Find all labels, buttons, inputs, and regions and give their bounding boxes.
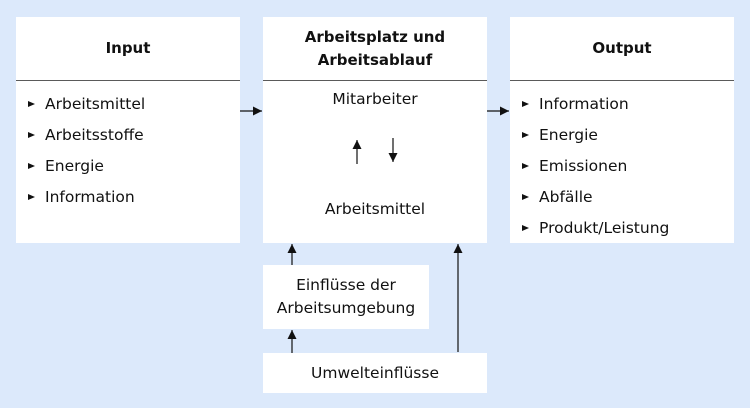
employee-label: Mitarbeiter (332, 90, 418, 108)
work-environment-line1: Einflüsse der (296, 276, 396, 294)
input-list: Arbeitsmittel Arbeitsstoffe Energie Info… (16, 81, 240, 213)
output-list: Information Energie Emissionen Abfälle P… (510, 81, 734, 244)
output-box: Output Information Energie Emissionen Ab… (510, 17, 734, 243)
environmental-influences-label: Umwelteinflüsse (311, 363, 439, 382)
workplace-title: Arbeitsplatz und Arbeitsablauf (263, 17, 487, 81)
work-equipment-label: Arbeitsmittel (324, 200, 426, 218)
output-item: Energie (510, 120, 734, 151)
input-box: Input Arbeitsmittel Arbeitsstoffe Energi… (16, 17, 240, 243)
workplace-box: Arbeitsplatz und Arbeitsablauf Mitarbeit… (263, 17, 487, 243)
workplace-title-line2: Arbeitsablauf (317, 50, 433, 69)
output-item: Produkt/Leistung (510, 213, 734, 244)
workplace-title-line1: Arbeitsplatz und (304, 27, 446, 46)
input-item: Energie (16, 151, 240, 182)
work-environment-line2: Arbeitsumgebung (276, 299, 416, 317)
input-item: Arbeitsmittel (16, 89, 240, 120)
input-item: Arbeitsstoffe (16, 120, 240, 151)
output-item: Abfälle (510, 182, 734, 213)
output-item: Information (510, 89, 734, 120)
output-title: Output (510, 17, 734, 81)
input-title: Input (16, 17, 240, 81)
work-environment-box: Einflüsse der Arbeitsumgebung (263, 265, 429, 329)
output-item: Emissionen (510, 151, 734, 182)
input-item: Information (16, 182, 240, 213)
environmental-influences-box: Umwelteinflüsse (263, 353, 487, 393)
